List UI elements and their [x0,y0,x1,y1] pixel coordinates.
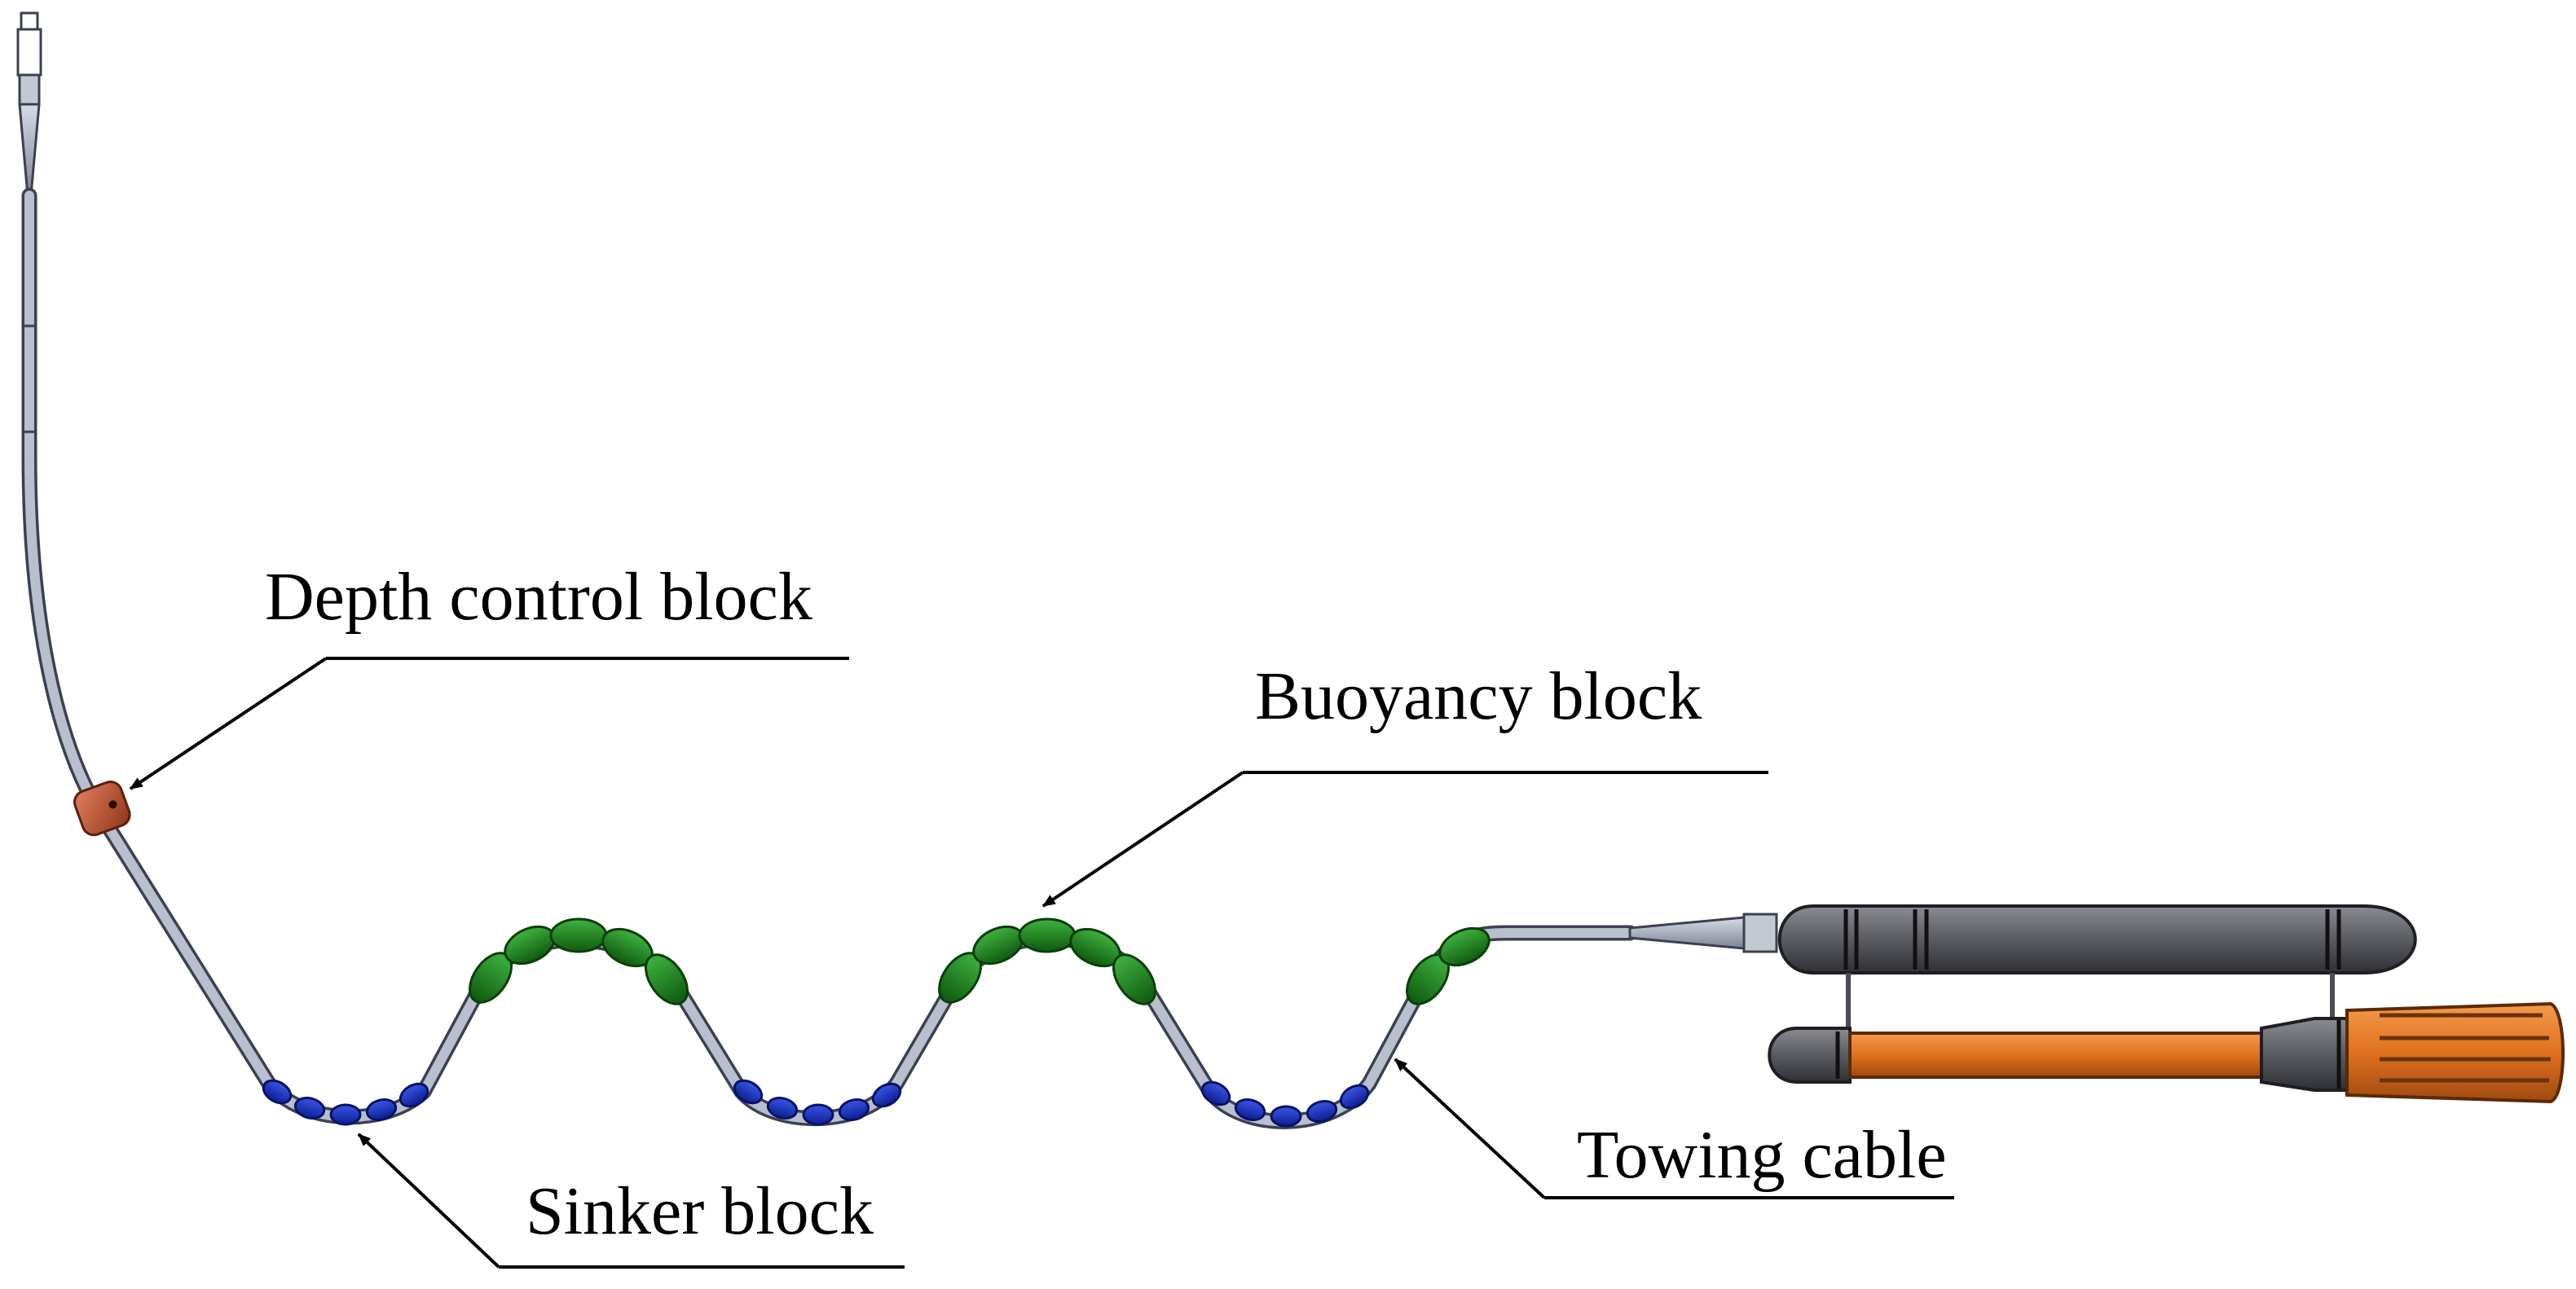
buoyancy-block [1018,917,1077,953]
callout-towing-cable: Towing cable [1394,1058,1954,1199]
sinker-block [871,1082,902,1108]
sinker-block [733,1079,764,1105]
sinker-block [838,1098,870,1121]
sinker-block [365,1098,398,1121]
buoyancy-blocks [469,917,1491,1005]
buoyancy-block [549,917,608,953]
callout-buoyancy: Buoyancy block [1041,658,1768,908]
buoyancy-block [1112,953,1156,1005]
buoyancy-block [645,953,689,1005]
sinker-block [399,1082,429,1108]
cable-termination [1628,913,1778,953]
sinker-block [1339,1084,1370,1110]
upper-hull [1777,904,2417,974]
sinker-block [1200,1080,1231,1106]
sinker-block [802,1103,834,1126]
depth-control-block [73,780,131,837]
callout-depth-control: Depth control block [129,559,849,790]
hull-struts [1846,973,2335,1028]
buoyancy-block [1438,926,1491,967]
sinker-block [1306,1100,1338,1123]
label-buoyancy: Buoyancy block [1255,658,1702,734]
sinker-block [293,1097,326,1120]
label-depth-control: Depth control block [265,559,812,635]
label-towing-cable: Towing cable [1577,1117,1947,1193]
lower-hull [1768,1001,2565,1104]
callout-sinker: Sinker block [357,1133,905,1269]
label-sinker: Sinker block [526,1173,874,1249]
sinker-block [1270,1105,1302,1128]
sinker-block [329,1103,362,1126]
sinker-block [766,1097,799,1120]
sinker-blocks [262,1079,1370,1128]
top-connector [16,11,42,197]
sinker-block [262,1079,293,1105]
sinker-block [1234,1098,1266,1121]
